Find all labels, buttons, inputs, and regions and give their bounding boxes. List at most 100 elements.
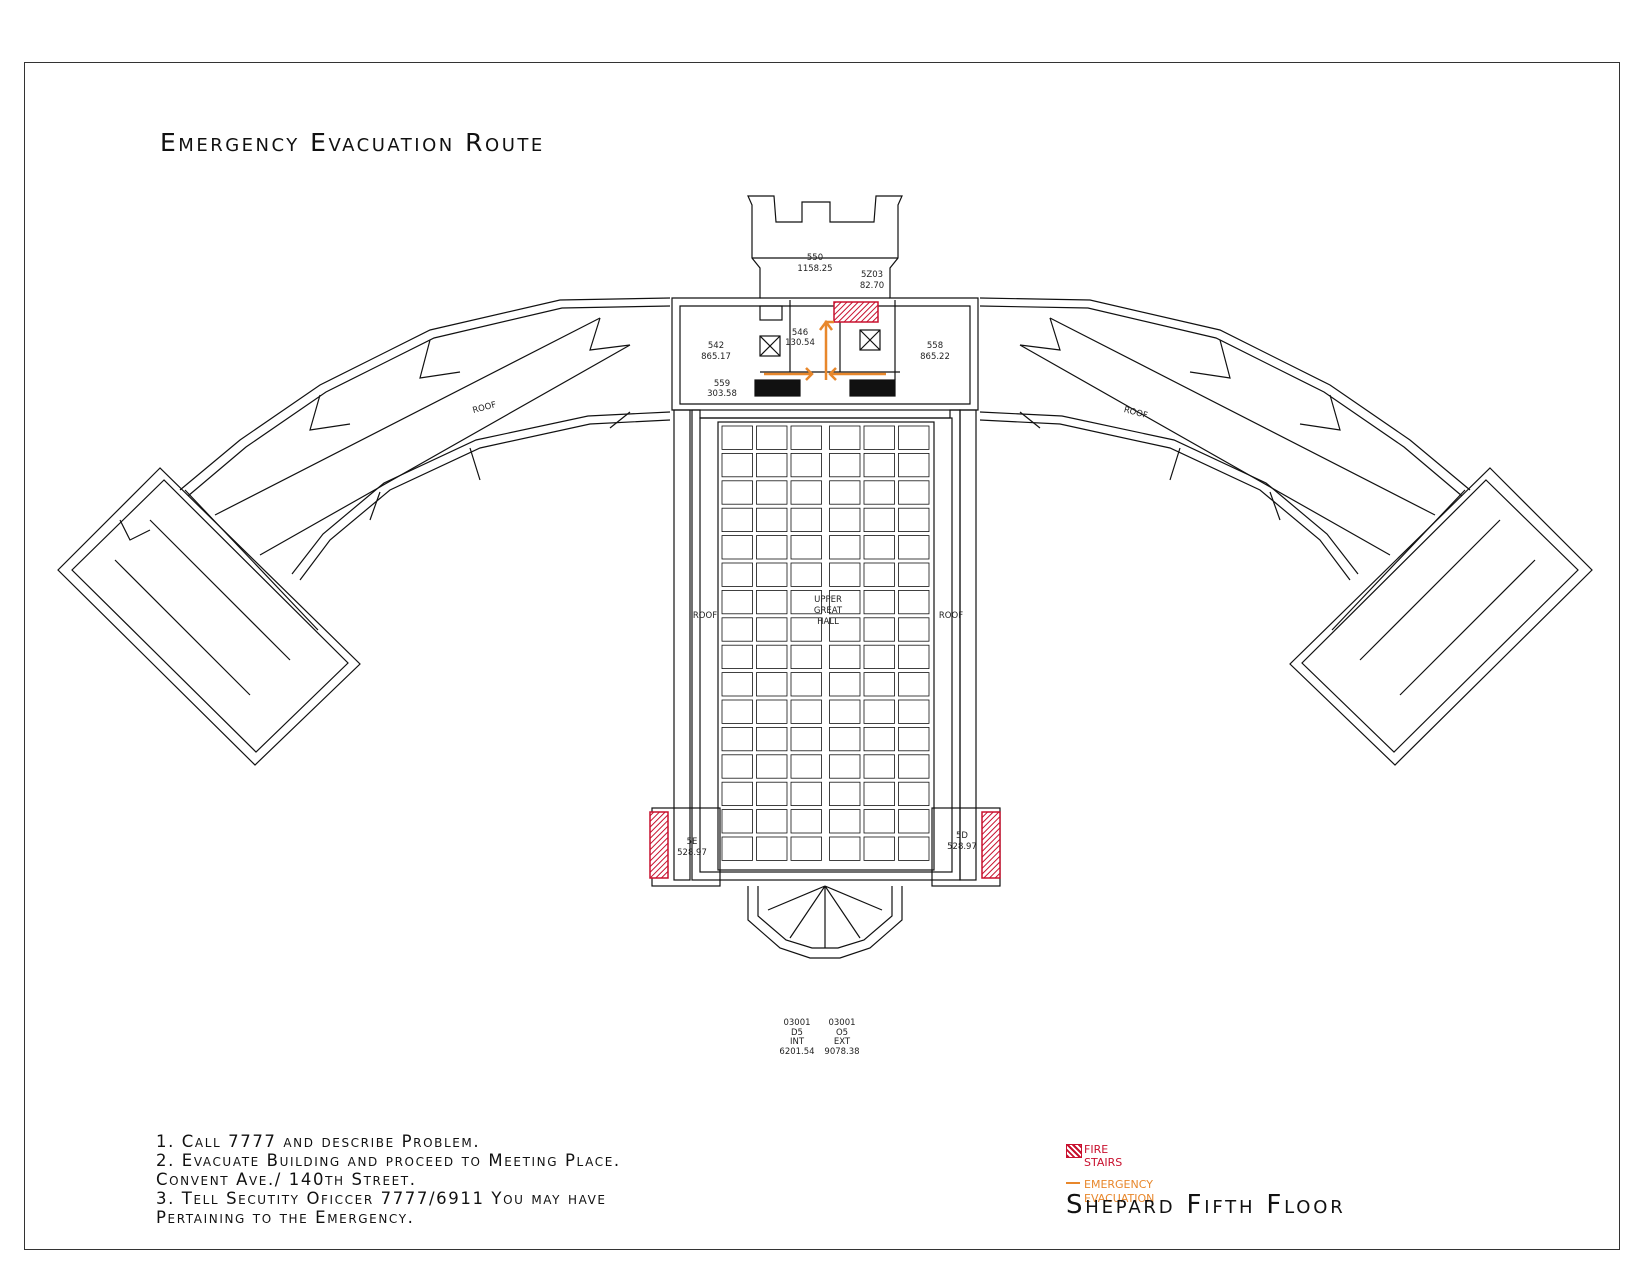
hall-cell xyxy=(721,754,753,779)
roof-label-left: ROOF xyxy=(472,400,498,416)
room-5z03: 5Z03 xyxy=(861,270,883,280)
room-5d-area: 528.97 xyxy=(947,842,977,852)
fire-stairs-north xyxy=(833,301,879,323)
hall-cell xyxy=(756,699,788,724)
hall-cell xyxy=(829,644,861,670)
hall-cell xyxy=(829,672,861,697)
hall-label-3: HALL xyxy=(817,617,839,627)
hall-cell xyxy=(756,836,788,861)
hall-cell xyxy=(829,507,861,533)
hall-cell xyxy=(721,672,753,697)
hall-cell xyxy=(790,590,822,615)
hall-cell xyxy=(898,644,930,670)
instructions: 1. Call 7777 and describe Problem. 2. Ev… xyxy=(156,1132,621,1227)
hall-cell xyxy=(863,452,895,478)
hall-cell xyxy=(829,809,861,834)
hall-cell xyxy=(829,836,861,861)
room-558: 558 xyxy=(927,341,943,351)
hall-cell xyxy=(721,699,753,724)
room-542-area: 865.17 xyxy=(701,352,731,362)
hall-cell xyxy=(790,644,822,670)
hall-cell xyxy=(898,727,930,752)
hall-cell xyxy=(790,727,822,752)
hall-cell xyxy=(829,535,861,560)
hall-cell xyxy=(790,562,822,587)
hall-label-1: UPPER xyxy=(814,595,842,605)
instruction-line: 1. Call 7777 and describe Problem. xyxy=(156,1132,481,1151)
hall-cell xyxy=(898,425,930,450)
hall-cell xyxy=(790,836,822,861)
ext-label-4: 9078.38 xyxy=(824,1047,859,1057)
hall-cell xyxy=(756,809,788,834)
hall-label-2: GREAT xyxy=(814,606,843,616)
hall-cell xyxy=(898,452,930,478)
hall-cell xyxy=(829,425,861,450)
hall-cell xyxy=(756,480,788,505)
roof-label-hall-right: ROOF xyxy=(939,611,963,621)
hall-cell xyxy=(790,781,822,807)
hall-cell xyxy=(898,836,930,861)
instruction-line: Pertaining to the Emergency. xyxy=(156,1208,415,1227)
hall-cell xyxy=(898,590,930,615)
room-559: 559 xyxy=(714,379,730,389)
north-block xyxy=(671,195,979,419)
hall-cell xyxy=(790,535,822,560)
room-5e: 5E xyxy=(687,837,698,847)
int-label-4: 6201.54 xyxy=(779,1047,814,1057)
hall-cell xyxy=(829,590,861,615)
map-title: Emergency Evacuation Route xyxy=(160,128,545,157)
hall-cell xyxy=(898,699,930,724)
hall-cell xyxy=(898,809,930,834)
hall-cell xyxy=(756,727,788,752)
hall-cell xyxy=(756,644,788,670)
ext-label-3: EXT xyxy=(834,1037,851,1047)
hall-cell xyxy=(863,809,895,834)
hall-cell xyxy=(721,480,753,505)
room-558-area: 865.22 xyxy=(920,352,950,362)
great-hall-grid xyxy=(721,425,930,861)
hall-cell xyxy=(829,781,861,807)
hall-cell xyxy=(863,644,895,670)
room-546-area: 130.54 xyxy=(785,338,815,348)
hall-cell xyxy=(756,754,788,779)
hall-cell xyxy=(756,535,788,560)
hall-cell xyxy=(863,781,895,807)
ext-label-2: O5 xyxy=(836,1028,848,1038)
hall-cell xyxy=(721,507,753,533)
hall-cell xyxy=(756,425,788,450)
hall-cell xyxy=(756,781,788,807)
room-546: 546 xyxy=(792,328,808,338)
hall-cell xyxy=(721,727,753,752)
hall-cell xyxy=(790,452,822,478)
hall-cell xyxy=(721,617,753,642)
left-wing xyxy=(57,297,671,766)
hall-cell xyxy=(898,535,930,560)
ext-label-1: 03001 xyxy=(828,1018,855,1028)
roof-label-right: ROOF xyxy=(1123,405,1149,421)
hall-cell xyxy=(829,452,861,478)
hall-cell xyxy=(863,535,895,560)
int-label-2: D5 xyxy=(791,1028,803,1038)
room-559-area: 303.58 xyxy=(707,389,737,399)
hall-cell xyxy=(721,781,753,807)
hall-cell xyxy=(790,809,822,834)
hall-cell xyxy=(756,617,788,642)
hall-cell xyxy=(721,562,753,587)
hall-cell xyxy=(790,507,822,533)
legend-evacuation: EMERGENCY EVACUATION xyxy=(1084,1178,1155,1205)
hall-cell xyxy=(756,452,788,478)
hall-cell xyxy=(756,672,788,697)
right-wing xyxy=(979,297,1593,766)
instruction-line: Convent Ave./ 140th Street. xyxy=(156,1170,417,1189)
hall-cell xyxy=(898,672,930,697)
hall-cell xyxy=(898,480,930,505)
hall-cell xyxy=(790,754,822,779)
int-label-1: 03001 xyxy=(783,1018,810,1028)
hall-cell xyxy=(898,507,930,533)
hall-cell xyxy=(898,562,930,587)
hall-cell xyxy=(898,781,930,807)
legend-fire-stairs: FIRE STAIRS xyxy=(1084,1143,1123,1169)
room-550-area: 1158.25 xyxy=(797,264,832,274)
room-5e-area: 528.97 xyxy=(677,848,707,858)
